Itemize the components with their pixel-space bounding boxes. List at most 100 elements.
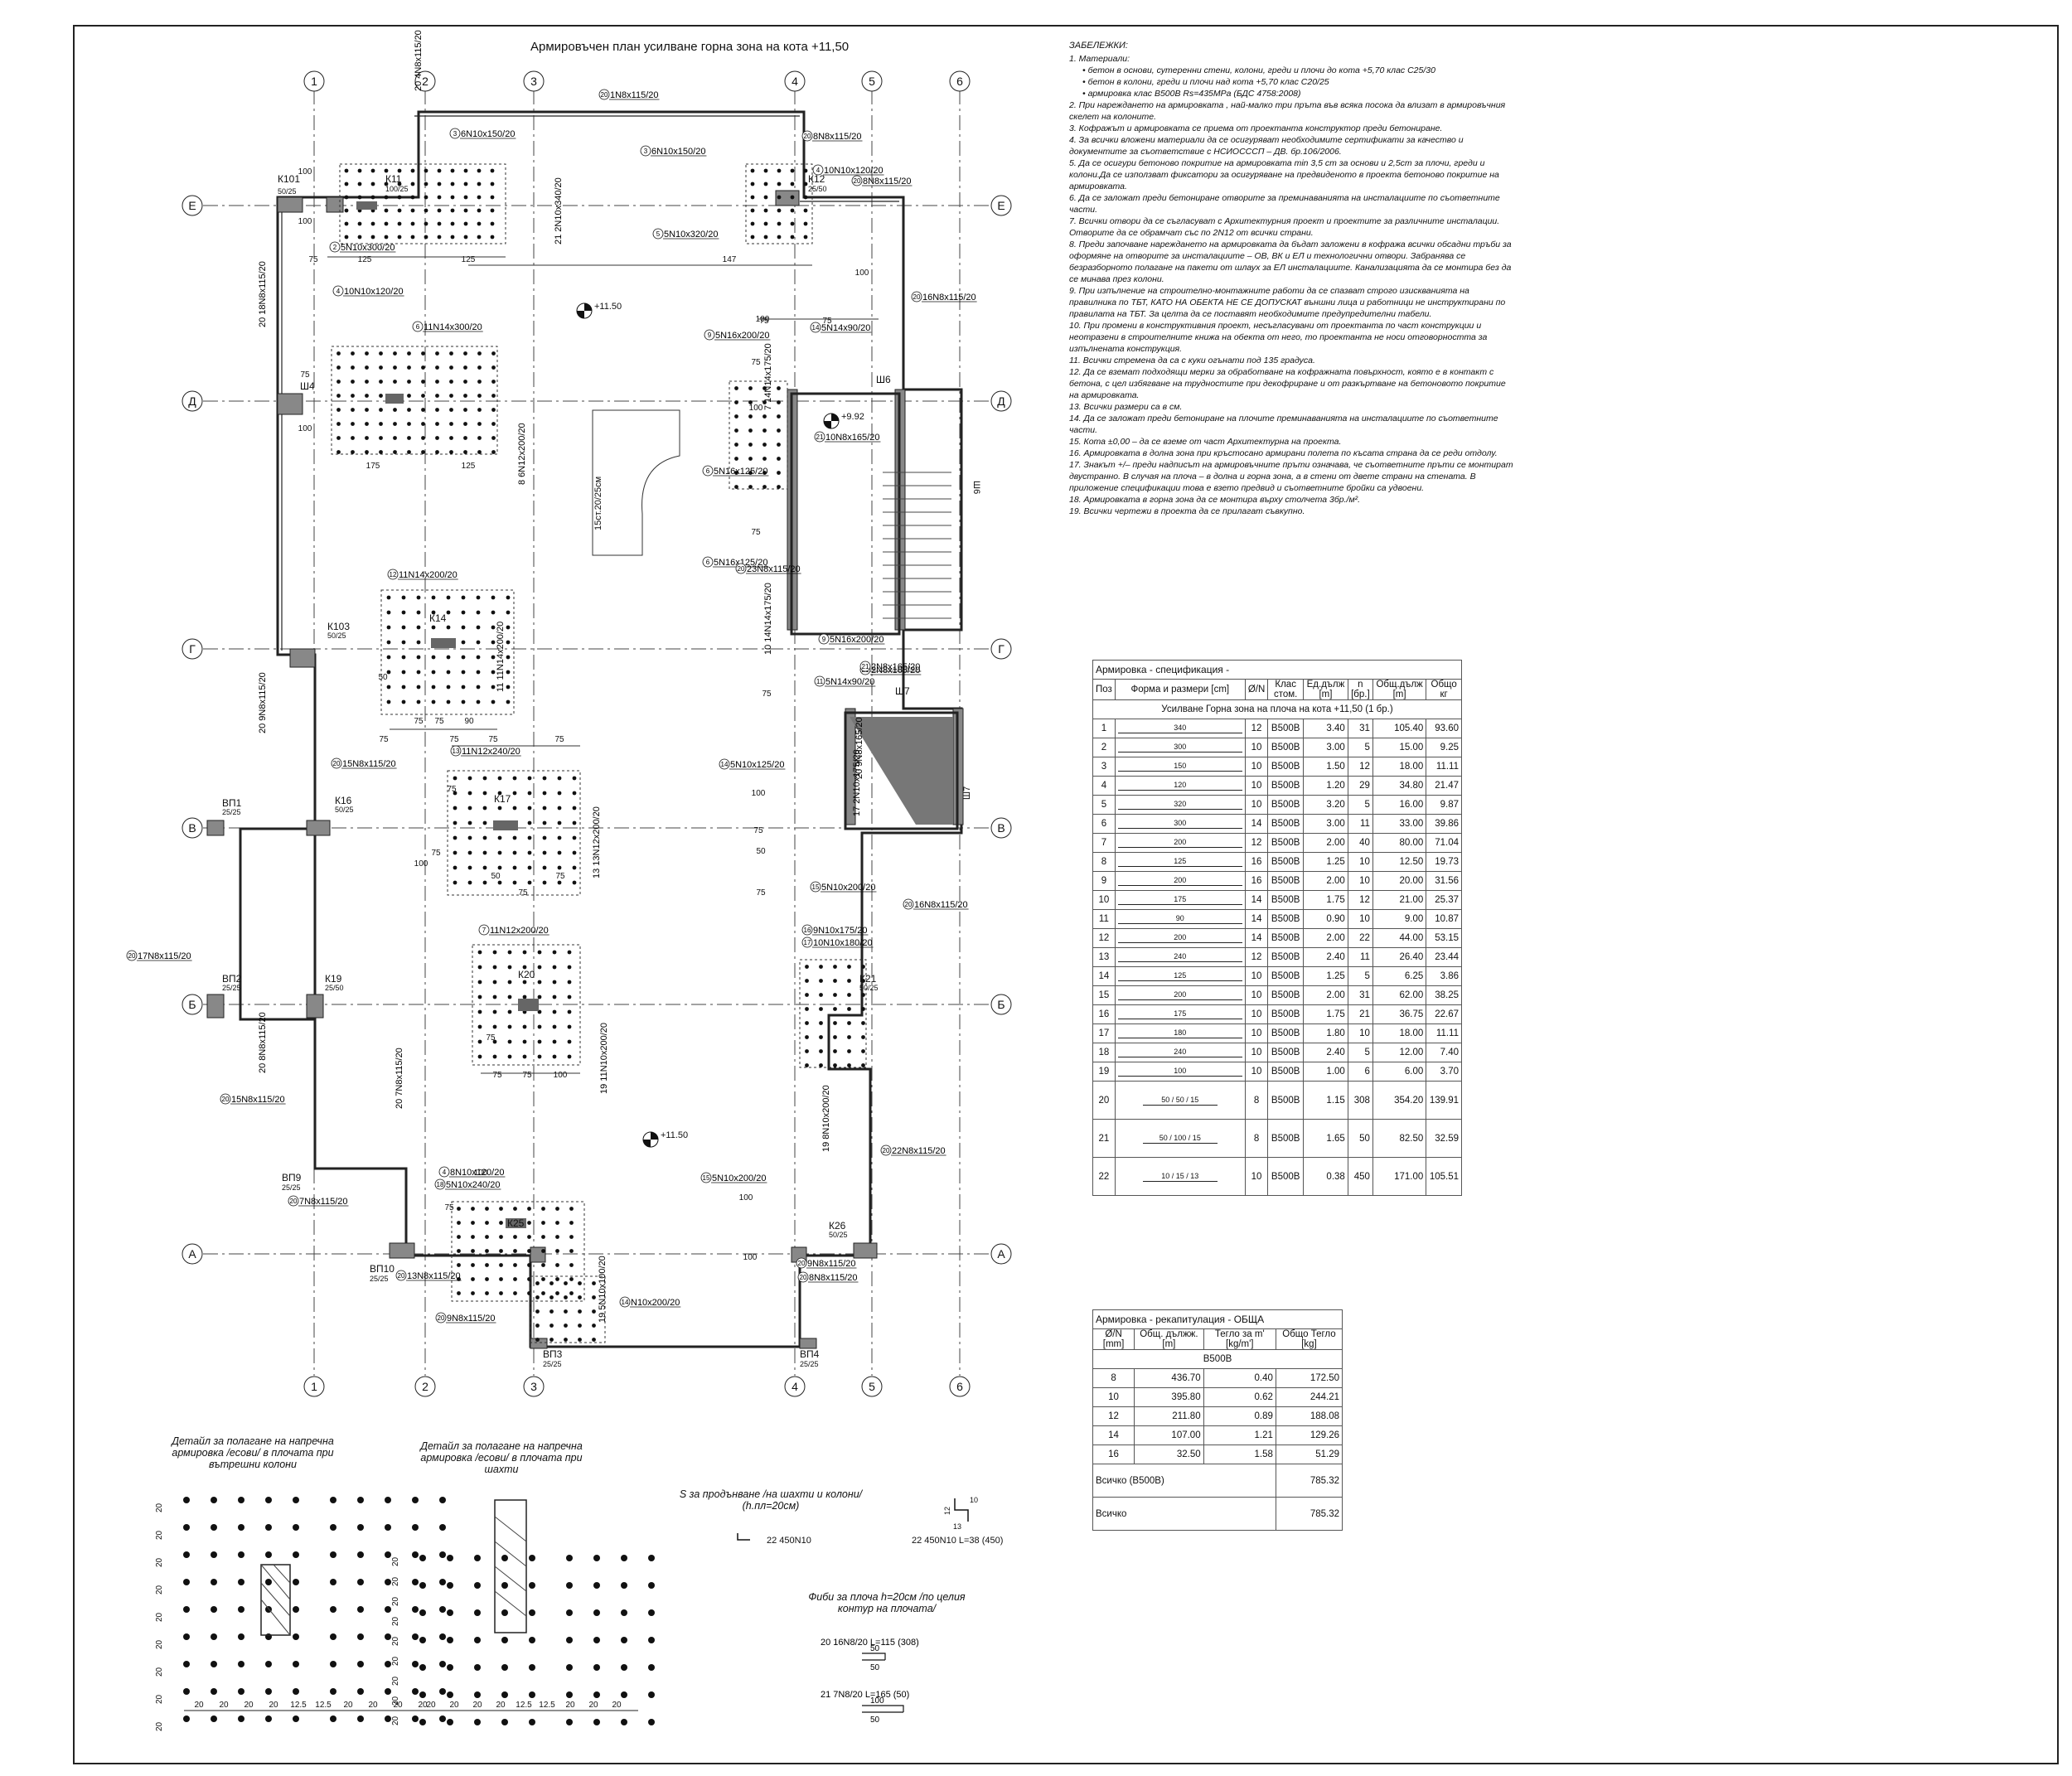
- rebar-dot: [393, 351, 397, 356]
- rebar-dot: [336, 450, 341, 454]
- rebar-dot: [384, 181, 389, 186]
- spec-cell: 0.38: [1303, 1157, 1348, 1196]
- rebar-dot: [572, 776, 577, 781]
- detail-shaft-hatch: [494, 1516, 527, 1617]
- bar-spec: 2N8x165/20: [871, 665, 920, 675]
- bar-shape-label: 150: [1117, 762, 1242, 772]
- column-label: 25/25: [370, 1275, 389, 1283]
- detail-rebar-dot: [293, 1551, 299, 1558]
- rebar-dot: [384, 208, 389, 213]
- bar-spec: 16N8x115/20: [922, 293, 976, 302]
- rebar-dot: [803, 181, 808, 186]
- detail-rebar-dot: [293, 1688, 299, 1695]
- axis-bubble: [861, 1376, 883, 1397]
- rebar-dot: [407, 365, 411, 370]
- detail-dim-label: 20: [426, 1701, 436, 1710]
- spec-shape-cell: 90: [1114, 909, 1246, 929]
- detail-dim-label: 12.5: [290, 1701, 307, 1710]
- rebar-dot: [491, 595, 496, 600]
- detail-rebar-dot: [474, 1555, 481, 1561]
- zone-border: [799, 959, 867, 1068]
- bar-position-circle: [814, 431, 825, 443]
- zone-border: [745, 163, 813, 244]
- detail-rebar-dot: [593, 1637, 600, 1643]
- spec-shape-cell: 50 / 50 / 15: [1114, 1081, 1246, 1120]
- detail-rebar-dot: [357, 1688, 364, 1695]
- rebar-dot: [491, 685, 496, 690]
- rebar-dot: [762, 400, 767, 404]
- rebar-dot: [555, 1291, 559, 1295]
- detail-rebar-dot: [412, 1551, 419, 1558]
- rebar-dot: [477, 1039, 482, 1044]
- note-item: 13. Всички размери са в см.: [1069, 402, 1183, 412]
- spec-cell: 3.86: [1426, 966, 1462, 986]
- spec-cell: 5: [1347, 966, 1373, 986]
- detail-dim-label: 20: [393, 1701, 403, 1710]
- rebar-dot: [485, 1235, 489, 1239]
- rebar-dot: [453, 776, 457, 781]
- column-label: 50/25: [278, 187, 297, 196]
- rebar-dot: [351, 394, 355, 398]
- rebar-dot: [401, 670, 406, 675]
- rebar-dot: [421, 351, 425, 356]
- rebar-dot: [537, 980, 542, 985]
- rebar-dot: [513, 1263, 517, 1267]
- rebar-dot: [453, 835, 457, 840]
- detail-rebar-dot: [621, 1691, 627, 1698]
- spec-cell: 14: [1092, 966, 1116, 986]
- spec-header-cell: Ед.дълж [m]: [1303, 679, 1348, 700]
- axis-label: Г: [998, 642, 1005, 656]
- note-item: 1. Материали:: [1069, 54, 1130, 64]
- detail-dim-label: 12.5: [516, 1701, 532, 1710]
- detail-rebar-dot: [293, 1497, 299, 1503]
- rebar-dot: [506, 625, 511, 630]
- rebar-dot: [435, 351, 439, 356]
- detail-rebar-dot: [183, 1524, 190, 1531]
- spec-cell: B500B: [1267, 909, 1305, 929]
- detail-rebar-dot: [265, 1688, 272, 1695]
- detail-rebar-dot: [183, 1497, 190, 1503]
- zone-border: [380, 589, 515, 715]
- level-label: +11.50: [594, 302, 622, 312]
- axis-bubble: [990, 195, 1012, 216]
- rebar-dot: [819, 1021, 823, 1025]
- rebar-dot: [491, 422, 496, 426]
- rebar-dot: [512, 776, 517, 781]
- rebar-dot: [777, 195, 782, 200]
- bar-spec: 5N16x125/20: [714, 558, 767, 568]
- rebar-dot: [477, 380, 482, 384]
- rebar-dot: [819, 993, 823, 997]
- rebar-dot: [763, 168, 768, 173]
- rebar-dot: [463, 365, 467, 370]
- rebar-dot: [513, 1207, 517, 1211]
- detail-rebar-dot: [238, 1661, 244, 1667]
- note-item: • армировка клас В500В Rs=435MPa (БДС 47…: [1082, 89, 1301, 99]
- rebar-dot: [555, 1263, 559, 1267]
- rebar-dot: [449, 436, 453, 440]
- rebar-dot: [471, 1221, 475, 1225]
- spec-cell: 16: [1244, 871, 1269, 891]
- spec-cell: B500B: [1267, 1119, 1305, 1158]
- rebar-dot: [477, 1054, 482, 1059]
- column-label: ВП1: [222, 797, 242, 809]
- rebar-dot: [522, 950, 527, 955]
- spec-shape-cell: 240: [1114, 1043, 1246, 1062]
- level-symbol-fill: [643, 1132, 658, 1147]
- spec-cell: 18: [1092, 1043, 1116, 1062]
- dimension-label: 75: [759, 317, 769, 326]
- spec-cell: 8: [1092, 852, 1116, 872]
- rebar-dot: [365, 450, 369, 454]
- detail-rebar-dot: [621, 1555, 627, 1561]
- detail-rebar-dot: [648, 1691, 655, 1698]
- dimension-label: 100: [855, 269, 869, 278]
- detail-dim-label: 20: [155, 1639, 164, 1649]
- rebar-dot: [393, 450, 397, 454]
- spec-cell: 14: [1244, 928, 1269, 948]
- dimension-label: 75: [522, 1071, 532, 1080]
- rebar-dot: [410, 235, 415, 240]
